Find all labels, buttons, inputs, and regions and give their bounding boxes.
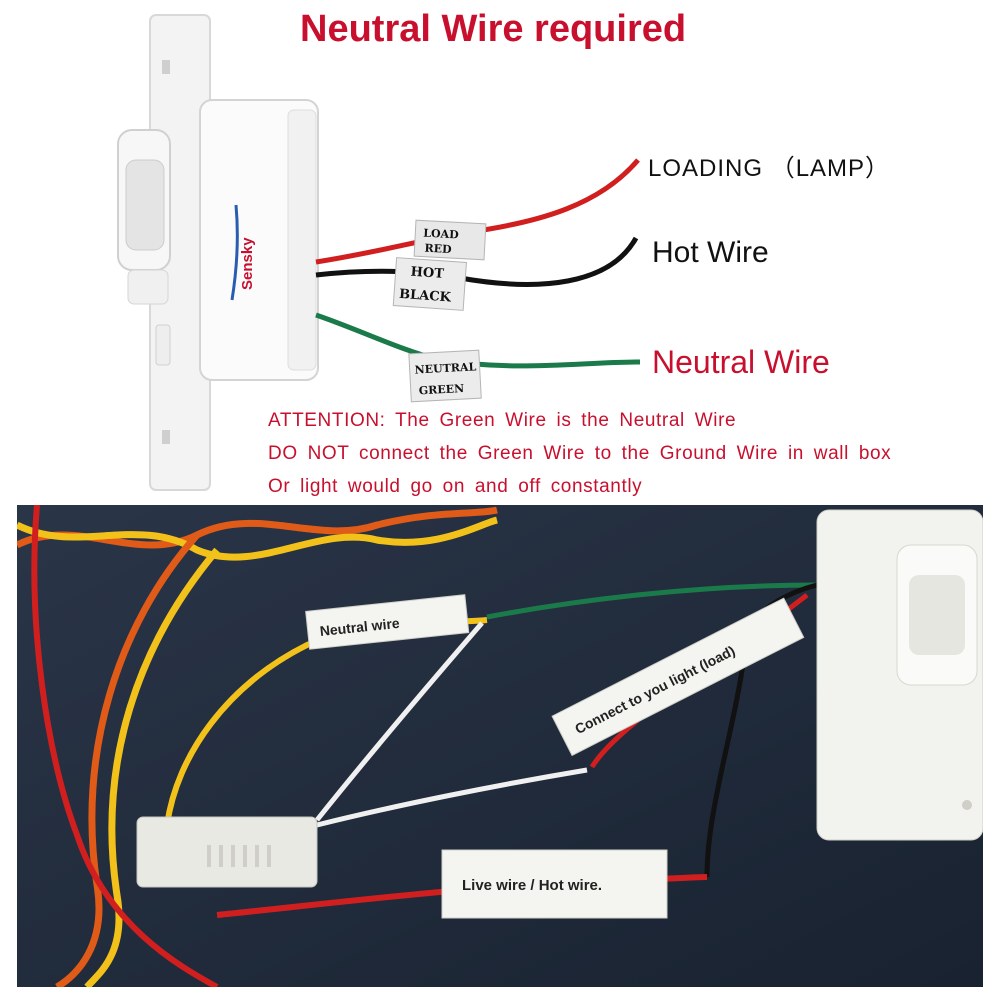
neutral-tag: NEUTRAL GREEN — [408, 349, 482, 403]
attention-line-3: Or light would go on and off constantly — [268, 476, 643, 497]
connector-vents — [207, 845, 271, 867]
photo-sensor-lens — [909, 575, 965, 655]
yellow-left-loop — [84, 547, 220, 987]
svg-text:BLACK: BLACK — [399, 287, 452, 306]
brand-logo: Sensky — [239, 237, 256, 290]
switch-illustration: Sensky LOAD RED HOT BLACK NEUTRAL GREEN — [117, 14, 641, 491]
load-wire-label: LOADING （LAMP） — [648, 155, 891, 182]
plate-screw-bottom — [162, 430, 170, 444]
top-panel: Sensky LOAD RED HOT BLACK NEUTRAL GREEN … — [117, 8, 892, 497]
attention-line-1: ATTENTION: The Green Wire is the Neutral… — [268, 410, 737, 431]
plate-screw-top — [162, 60, 170, 74]
svg-text:GREEN: GREEN — [418, 382, 464, 397]
white-load-wire — [316, 767, 588, 828]
white-neutral-wire — [315, 621, 484, 822]
page-title: Neutral Wire required — [300, 8, 687, 50]
fixture-connector — [136, 816, 318, 888]
wiring-photo-illustration: Neutral wire Connect to you light (load)… — [17, 505, 983, 987]
live-wire-tag: Live wire / Hot wire. — [441, 849, 668, 919]
hot-tag: HOT BLACK — [392, 257, 467, 311]
sensor-cap — [127, 269, 169, 305]
photo-plate-screw — [962, 800, 972, 810]
wiring-photo: Neutral wire Connect to you light (load)… — [17, 505, 983, 987]
neutral-wire-label: Neutral Wire — [652, 344, 830, 380]
svg-text:LOAD: LOAD — [423, 227, 459, 242]
svg-text:RED: RED — [424, 242, 452, 256]
sensor-window — [125, 159, 165, 251]
green-switch-wire — [486, 582, 818, 620]
mode-switch — [155, 324, 171, 366]
orange-left-loop — [55, 532, 200, 987]
neutral-wire-tag: Neutral wire — [305, 594, 470, 650]
svg-text:NEUTRAL: NEUTRAL — [414, 360, 476, 376]
svg-text:Live wire / Hot wire.: Live wire / Hot wire. — [462, 877, 602, 894]
brand-swoosh — [230, 204, 239, 301]
svg-text:HOT: HOT — [410, 265, 445, 282]
yellow-twisted-wire — [17, 516, 498, 561]
hot-wire-label: Hot Wire — [652, 236, 769, 269]
red-left-wire — [31, 505, 219, 987]
load-tag: LOAD RED — [413, 219, 487, 261]
switch-body-edge — [287, 109, 317, 371]
attention-line-2: DO NOT connect the Green Wire to the Gro… — [268, 443, 892, 464]
